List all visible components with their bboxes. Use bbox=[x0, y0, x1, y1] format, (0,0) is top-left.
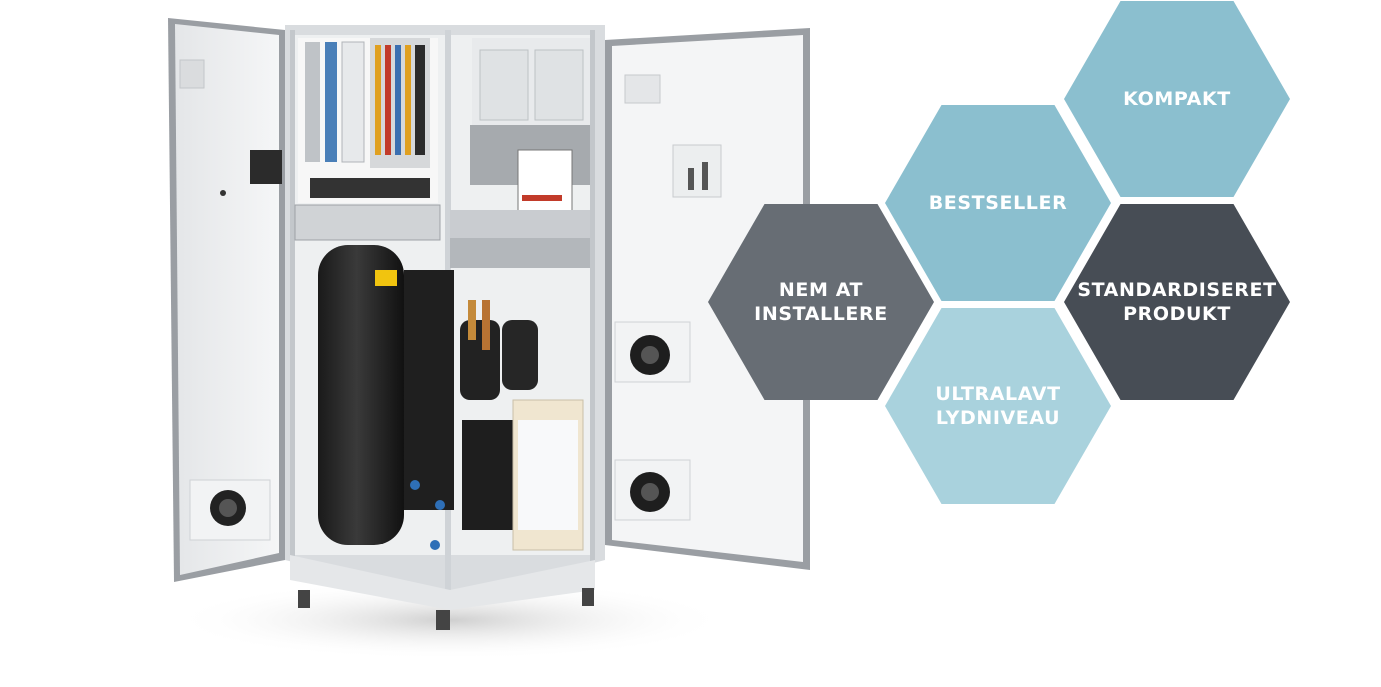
heat-pump-cabinet-image bbox=[168, 18, 810, 660]
feature-hex-nem-at-installere: NEM AT INSTALLERE bbox=[708, 204, 934, 400]
feature-label: KOMPAKT bbox=[1123, 88, 1231, 110]
feature-hex-bestseller: BESTSELLER bbox=[885, 105, 1111, 301]
feature-hex-ultralavt-lydniveau: ULTRALAVT LYDNIVEAU bbox=[885, 308, 1111, 504]
feature-hex-standardiseret-produkt: STANDARDISERET PRODUKT bbox=[1064, 204, 1290, 400]
feature-label: STANDARDISERET PRODUKT bbox=[1077, 279, 1277, 325]
feature-label: NEM AT INSTALLERE bbox=[754, 279, 888, 325]
feature-label: ULTRALAVT LYDNIVEAU bbox=[935, 383, 1061, 429]
feature-label: BESTSELLER bbox=[928, 192, 1068, 214]
feature-hex-kompakt: KOMPAKT bbox=[1064, 1, 1290, 197]
